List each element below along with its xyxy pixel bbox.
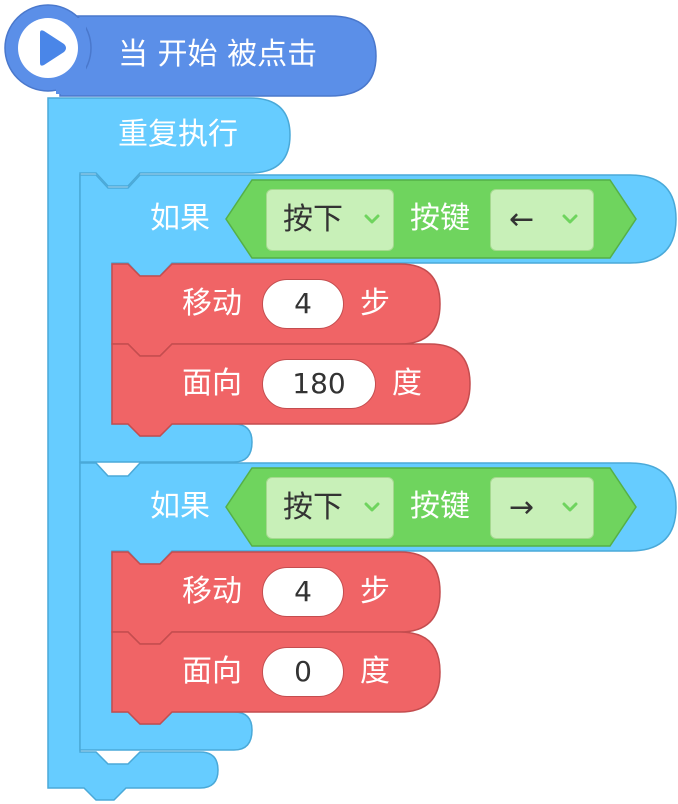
face-direction-input-1[interactable]: 180 (262, 359, 376, 409)
key-mode-dropdown-1[interactable]: 按下 (266, 189, 394, 251)
key-select-dropdown-1[interactable]: ← (490, 189, 594, 251)
key-select-dropdown-2[interactable]: → (490, 477, 594, 539)
key-word-1: 按键 (410, 201, 470, 236)
move-label-1: 移动 (182, 286, 242, 321)
face-label-2: 面向 (182, 654, 242, 689)
face-label-1: 面向 (182, 366, 242, 401)
face-unit-2: 度 (360, 654, 390, 689)
play-icon[interactable] (40, 30, 66, 66)
key-mode-value-1: 按下 (283, 202, 343, 237)
move-steps-input-2[interactable]: 4 (262, 567, 344, 617)
key-value-2: → (509, 490, 535, 525)
face-unit-1: 度 (392, 366, 422, 401)
repeat-block-shape[interactable] (47, 97, 291, 801)
key-word-2: 按键 (410, 489, 470, 524)
repeat-label: 重复执行 (118, 117, 238, 152)
key-mode-dropdown-2[interactable]: 按下 (266, 477, 394, 539)
chevron-down-icon (364, 502, 380, 512)
if-label-1: 如果 (150, 201, 210, 236)
if-label-2: 如果 (150, 489, 210, 524)
chevron-down-icon (562, 214, 578, 224)
move-unit-2: 步 (360, 574, 390, 609)
move-unit-1: 步 (360, 286, 390, 321)
chevron-down-icon (364, 214, 380, 224)
key-value-1: ← (509, 202, 535, 237)
event-label: 当 开始 被点击 (118, 37, 318, 72)
event-block-shape[interactable] (59, 15, 377, 97)
chevron-down-icon (562, 502, 578, 512)
move-steps-input-1[interactable]: 4 (262, 279, 344, 329)
key-mode-value-2: 按下 (283, 490, 343, 525)
face-direction-input-2[interactable]: 0 (262, 647, 344, 697)
move-label-2: 移动 (182, 574, 242, 609)
